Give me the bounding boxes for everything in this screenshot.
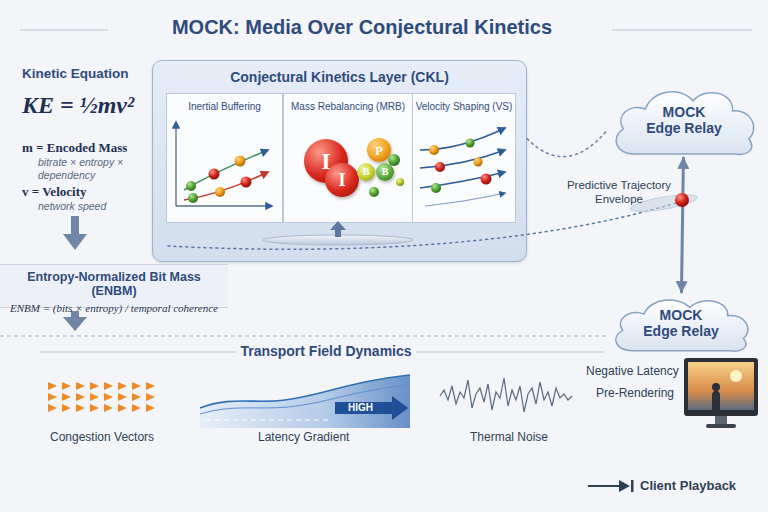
trajectory-label: Predictive Trajectory Envelope (566, 178, 672, 206)
mass-ball: B (357, 163, 375, 181)
cloud-outline (616, 300, 748, 351)
figure-head (712, 383, 720, 391)
flow-arrow-head (63, 234, 87, 250)
node-heading: Conjectural Kinetics Layer (CKL) (153, 69, 526, 85)
relay-cloud: MOCK Edge Relay (608, 82, 760, 158)
node-heading: Mass Rebalancing (MRB) (286, 101, 410, 112)
node-heading: Inertial Buffering (169, 101, 280, 112)
title-rule (20, 30, 108, 31)
flow-arrow-head (63, 317, 87, 331)
latency-field (200, 375, 410, 428)
panel-caption: Latency Gradient (258, 430, 349, 444)
latency-dash (206, 420, 330, 421)
feature-label: Pre-Rendering (596, 386, 674, 400)
variable-label: v = Velocity (22, 184, 86, 200)
section-panel: Mass Rebalancing (MRB)IIPBB (283, 93, 413, 223)
playback-line (588, 485, 620, 487)
panel-caption: Congestion Vectors (50, 430, 154, 444)
playback-head (619, 480, 630, 492)
variable-note: bitrate × entropy × dependency (38, 156, 150, 182)
thermal-noise-wave (440, 378, 572, 412)
node-heading: I (338, 171, 345, 189)
layer-box: Conjectural Kinetics Layer (CKL) Inertial… (152, 60, 527, 262)
section-rule (416, 352, 604, 353)
gradient-tag: HIGH (348, 402, 373, 413)
node-heading: Velocity Shaping (VS) (415, 101, 513, 112)
feature-label: Negative Latency (586, 364, 679, 378)
cloud-outline (616, 92, 754, 155)
node-heading: B (363, 167, 370, 177)
node-heading: B (382, 167, 389, 177)
node-heading: MOCK Edge Relay (642, 307, 720, 339)
dashed-separator (0, 335, 606, 336)
trajectory-ball (675, 193, 689, 207)
formula-band: Entropy-Normalized Bit Mass (ENBM)ENBM =… (0, 264, 228, 308)
equation: KE = ½mv² (22, 92, 134, 119)
node-body: ENBM = (bits × entropy) / temporal coher… (6, 302, 222, 314)
congestion-arrows (48, 382, 155, 412)
monitor-stand (715, 416, 727, 424)
section-heading: Transport Field Dynamics (240, 343, 412, 359)
title-rule (612, 30, 752, 31)
monitor-base (706, 424, 736, 428)
panel-caption: Thermal Noise (470, 430, 548, 444)
section-label: Kinetic Equation (22, 66, 129, 81)
diagram-title: MOCK: Media Over Conjectural Kinetics (112, 16, 612, 39)
high-arrow (335, 396, 408, 420)
sun (730, 370, 742, 382)
section-panel: Velocity Shaping (VS) (412, 93, 516, 223)
monitor-screen (688, 362, 754, 410)
relay-cloud: MOCK Edge Relay (608, 292, 754, 354)
connector (681, 158, 683, 292)
node-heading: Entropy-Normalized Bit Mass (ENBM) (6, 270, 222, 298)
variable-note: network speed (38, 200, 106, 213)
connector (527, 129, 608, 157)
mass-ball: I (325, 163, 359, 197)
variable-label: m = Encoded Mass (22, 140, 127, 156)
mass-ball: B (376, 163, 394, 181)
node-heading: P (375, 144, 383, 157)
section-panel: Inertial Buffering (166, 93, 283, 223)
flow-arrow-shaft (71, 216, 79, 236)
node-heading: MOCK Edge Relay (645, 104, 723, 136)
section-rule (40, 352, 236, 353)
monitor-frame (684, 358, 758, 416)
playback-bar (631, 480, 634, 492)
mass-ball: P (367, 138, 391, 162)
figure (712, 390, 720, 410)
node-heading: Client Playback (640, 478, 736, 493)
